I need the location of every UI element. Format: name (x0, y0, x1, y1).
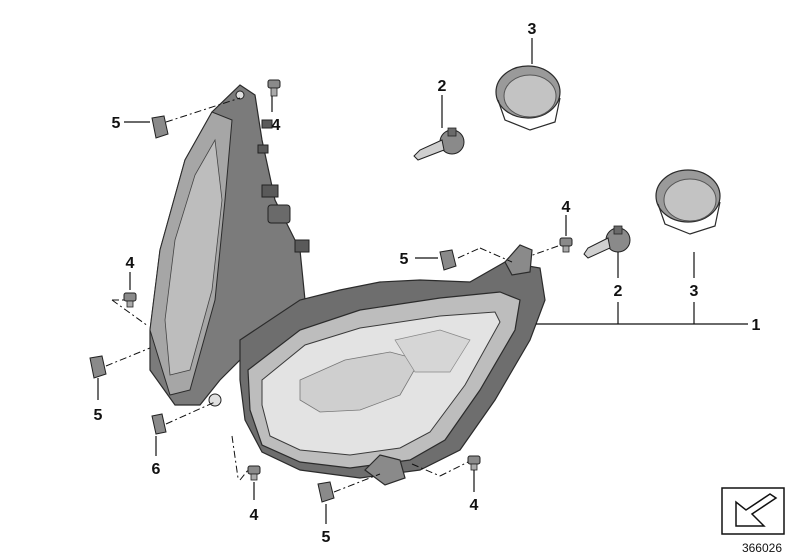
callout-screw-left: 4 (126, 255, 135, 272)
screw-left[interactable] (123, 292, 137, 308)
clip-left[interactable] (151, 413, 167, 435)
callout-screw-top: 4 (272, 117, 281, 134)
screw-top[interactable] (267, 79, 281, 97)
headlight-assembly[interactable] (149, 84, 546, 486)
callout-cap-upper: 3 (528, 21, 537, 38)
callout-screw-bottom-center: 4 (250, 507, 259, 524)
arrow-icon (735, 493, 778, 527)
screw-right[interactable] (559, 237, 573, 253)
diagram-id: 366026 (742, 541, 782, 555)
callout-nut-top: 5 (112, 115, 121, 132)
callout-bulb-lower: 2 (614, 283, 623, 300)
orientation-symbol (721, 487, 785, 535)
callout-nut-bottom: 5 (322, 529, 331, 546)
screw-bottom-right[interactable] (467, 455, 481, 471)
screw-bottom-center[interactable] (247, 465, 261, 481)
cap-upper[interactable] (495, 65, 561, 131)
leader-lines (97, 38, 748, 524)
callout-cap-lower: 3 (690, 283, 699, 300)
callout-nut-right: 5 (400, 251, 409, 268)
bulb-upper[interactable] (413, 127, 465, 161)
callout-screw-bottom-right: 4 (470, 497, 479, 514)
callout-clip-left: 6 (152, 461, 161, 478)
callout-screw-right: 4 (562, 199, 571, 216)
nut-left[interactable] (89, 355, 107, 379)
cap-lower[interactable] (655, 169, 721, 235)
callout-bulb-upper: 2 (438, 78, 447, 95)
callout-nut-left: 5 (94, 407, 103, 424)
callout-headlight-assembly: 1 (752, 317, 761, 334)
bulb-lower[interactable] (583, 225, 631, 259)
nut-top[interactable] (151, 115, 169, 139)
nut-bottom[interactable] (317, 481, 335, 503)
nut-right[interactable] (439, 249, 457, 271)
